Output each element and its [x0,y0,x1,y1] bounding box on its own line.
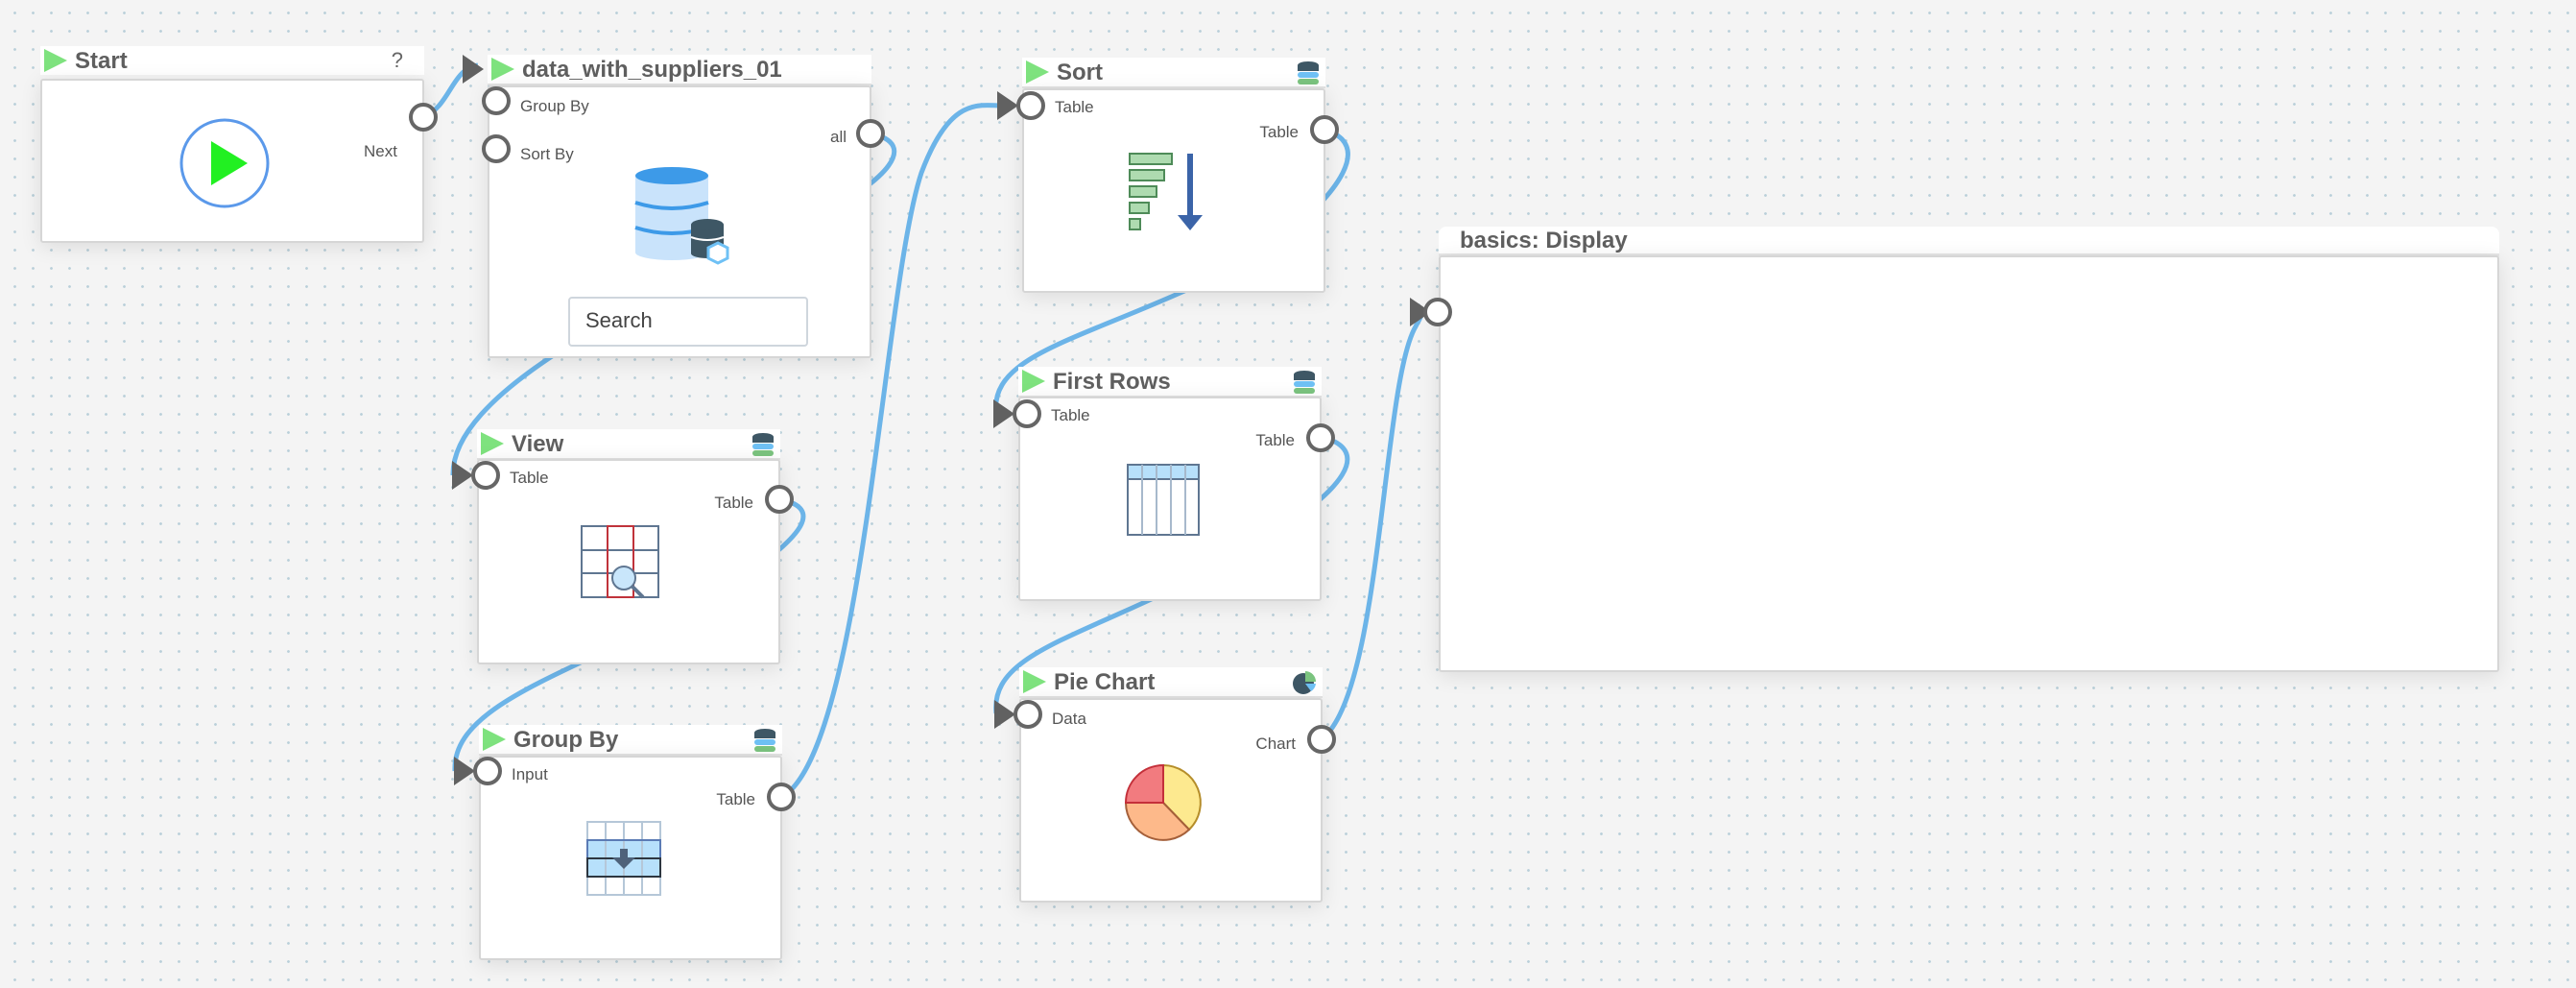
node-header[interactable]: basics: Display [1439,227,2499,256]
database-badge-icon [1294,371,1315,394]
node-header[interactable]: Group By [479,725,782,756]
run-triangle-icon[interactable] [44,49,67,72]
node-view[interactable]: View Table Table [452,429,794,664]
run-triangle-icon[interactable] [1022,370,1045,393]
input-port-sort-by[interactable] [482,134,511,163]
node-header[interactable]: Start ? [40,46,424,75]
port-label-table-out: Table [714,494,753,512]
node-header[interactable]: Sort [1022,58,1325,88]
input-arrow-icon [993,399,1014,428]
node-title: First Rows [1053,369,1171,395]
search-input[interactable]: Search [568,297,808,347]
port-label-table-out: Table [716,790,755,808]
wire-pie-to-display[interactable] [1321,309,1424,740]
node-header[interactable]: data_with_suppliers_01 [488,55,871,85]
input-port-table[interactable] [1013,399,1041,428]
run-triangle-icon[interactable] [491,58,514,81]
output-port-table[interactable] [1306,423,1335,452]
port-label-table-in: Table [510,469,549,487]
database-badge-icon [1298,61,1319,84]
input-port-table[interactable] [1016,91,1045,120]
port-label-all: all [829,128,847,146]
node-header[interactable]: View [477,429,780,460]
port-label-chart: Chart [1255,735,1296,753]
play-circle-icon[interactable] [179,117,271,209]
port-label-table-in: Table [1055,98,1094,116]
output-port-table[interactable] [767,783,796,811]
port-label-sort-by: Sort By [520,145,574,163]
input-port-input[interactable] [473,757,502,785]
node-header[interactable]: First Rows [1018,367,1322,398]
run-triangle-icon[interactable] [1023,670,1046,693]
node-header[interactable]: Pie Chart [1019,667,1323,698]
table-search-icon [581,525,659,599]
node-title: Pie Chart [1054,669,1156,695]
port-label-table-out: Table [1255,431,1295,449]
help-button[interactable]: ? [391,48,403,72]
sort-descending-icon [1129,153,1203,230]
node-sort[interactable]: Sort Table Table [997,58,1339,293]
input-arrow-icon [452,461,473,490]
port-label-table-out: Table [1259,123,1299,141]
database-icon [634,167,729,265]
display-area [1439,255,2499,672]
port-label-table-in: Table [1051,406,1090,424]
node-start[interactable]: Start ? Next [40,46,438,243]
run-triangle-icon[interactable] [481,432,504,455]
database-badge-icon [752,433,774,456]
input-arrow-icon [463,55,484,84]
node-pie-chart[interactable]: Pie Chart Data Chart [994,667,1336,903]
port-label-next: Next [364,142,397,160]
input-port-group-by[interactable] [482,86,511,115]
pie-chart-badge-icon [1293,671,1316,694]
output-port-table[interactable] [765,485,794,514]
input-arrow-icon [454,757,475,785]
port-label-input: Input [512,765,548,783]
input-port-table[interactable] [471,461,500,490]
node-title: View [512,431,564,457]
node-first-rows[interactable]: First Rows Table Table [993,367,1335,601]
run-triangle-icon[interactable] [483,728,506,751]
table-icon [1127,464,1200,536]
node-data-source[interactable]: data_with_suppliers_01 Group By Sort By … [463,55,885,358]
output-port-next[interactable] [409,103,438,132]
node-title: Group By [513,727,619,753]
node-title: basics: Display [1460,228,1628,253]
output-port-table[interactable] [1310,115,1339,144]
run-triangle-icon[interactable] [1026,60,1049,84]
node-title: Sort [1057,60,1103,85]
node-display[interactable]: basics: Display [1410,227,2499,672]
input-port-data[interactable] [1014,700,1042,729]
input-port-display[interactable] [1423,298,1452,326]
node-title: data_with_suppliers_01 [522,57,782,83]
input-arrow-icon [994,700,1015,729]
port-label-group-by: Group By [520,97,589,115]
wire-groupby-to-sort[interactable] [780,103,1002,800]
output-port-chart[interactable] [1307,725,1336,754]
database-badge-icon [754,729,775,752]
port-label-data: Data [1052,710,1086,728]
group-rows-icon [586,821,661,896]
pie-chart-icon [1125,763,1202,841]
node-group-by[interactable]: Group By Input Table [454,725,796,960]
input-arrow-icon [997,91,1018,120]
node-title: Start [75,48,128,74]
output-port-all[interactable] [856,119,885,148]
